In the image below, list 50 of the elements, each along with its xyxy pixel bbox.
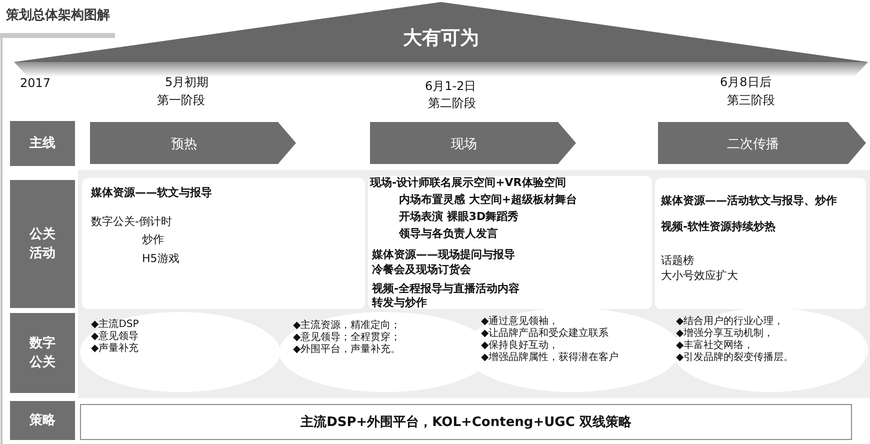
bullet-text: ◆增强分享互动机制，	[676, 328, 774, 340]
date-label: 5月初期	[165, 75, 209, 90]
row-header: 公关活动	[10, 180, 75, 308]
date-label: 6月8日后	[720, 75, 772, 90]
chevron-arrow	[370, 122, 576, 164]
bullet-text: ◆主流DSP	[91, 319, 139, 330]
bullet-text: ◆意见领导	[91, 331, 139, 342]
activity-text: 炒作	[142, 233, 164, 246]
chevron-arrow	[658, 122, 866, 164]
activity-text: H5游戏	[142, 252, 180, 266]
bullet-text: ◆外围平台，声量补充。	[293, 344, 401, 356]
bullet-text: ◆结合用户的行业心理，	[676, 316, 784, 328]
activity-text: 冷餐会及现场订货会	[372, 263, 471, 276]
bullet-text: ◆主流资源，精准定向；	[293, 320, 401, 332]
chevron-label: 二次传播	[727, 136, 779, 153]
bullet-text: ◆保持良好互动，	[481, 340, 559, 352]
activity-text: 视频-全程报导与直播活动内容	[372, 282, 520, 296]
activity-text: 转发与炒作	[372, 296, 427, 310]
bullet-text: ◆通过意见领袖，	[481, 316, 559, 328]
row-header: 策略	[10, 401, 75, 440]
activity-text: 开场表演 裸眼3D舞蹈秀	[399, 210, 519, 224]
chevron-label: 预热	[171, 136, 197, 153]
bullet-text: ◆让品牌产品和受众建立联系	[481, 328, 609, 340]
date-label: 6月1-2日	[425, 79, 476, 94]
bullet-text: ◆丰富社交网络，	[676, 340, 754, 352]
bullet-text: ◆增强品牌属性，获得潜在客户	[481, 352, 619, 364]
row-header: 数字公关	[10, 313, 75, 393]
activity-text: 数字公关-倒计时	[91, 215, 172, 228]
activity-text: 媒体资源——现场提问与报导	[372, 248, 515, 262]
bullet-text: ◆声量补充	[91, 343, 139, 355]
activity-text: 现场-设计师联名展示空间+VR体验空间	[370, 176, 566, 190]
banner-title: 大有可为	[403, 26, 479, 51]
year-label: 2017	[20, 76, 51, 90]
activity-text: 领导与各负责人发言	[399, 227, 498, 240]
activity-text: 媒体资源——活动软文与报导、炒作	[661, 194, 837, 208]
bullet-text: ◆引发品牌的裂变传播层。	[676, 352, 794, 364]
phase-name: 第三阶段	[727, 93, 775, 108]
activity-text: 大小号效应扩大	[661, 269, 738, 282]
activity-text: 内场布置灵感 大空间+超级板材舞台	[399, 193, 578, 206]
chevron-label: 现场	[451, 136, 477, 153]
row-header: 主线	[10, 121, 75, 166]
activity-text: 媒体资源——软文与报导	[91, 186, 212, 200]
activity-text: 视频-软性资源持续炒热	[661, 220, 776, 234]
strategy-box: 主流DSP+外围平台，KOL+Conteng+UGC 双线策略	[80, 404, 852, 440]
bullet-text: ◆意见领导；全程贯穿；	[293, 332, 401, 344]
chevron-arrow	[90, 122, 296, 164]
page-title: 策划总体架构图解	[6, 8, 110, 24]
activity-text: 话题榜	[661, 254, 694, 268]
phase-name: 第一阶段	[157, 93, 205, 108]
phase-name: 第二阶段	[428, 96, 476, 110]
